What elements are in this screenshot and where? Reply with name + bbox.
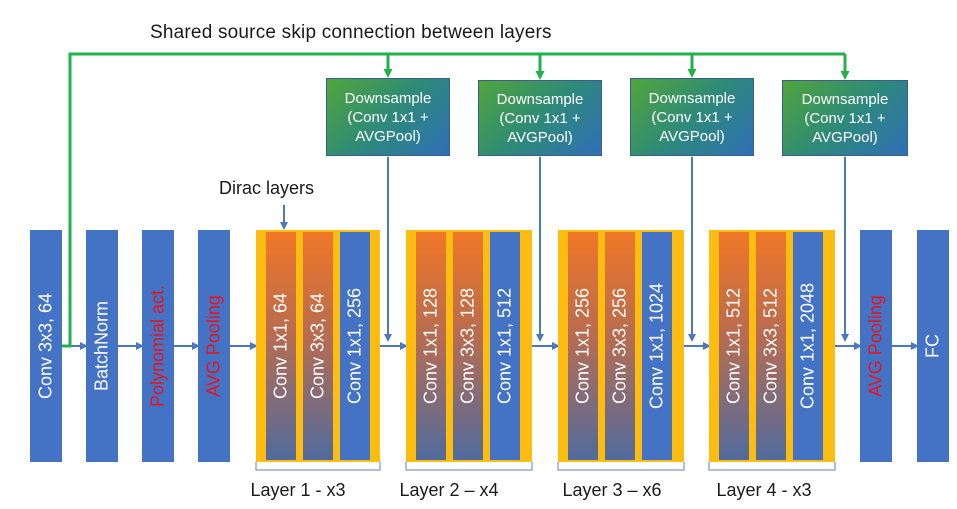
layer-2-conv-c: Conv 1x1, 512 (490, 232, 520, 460)
layer-1-label: Layer 1 - x3 (250, 480, 346, 500)
avg-pooling-label-2: AVG Pooling (865, 295, 886, 397)
conv-input-block: Conv 3x3, 64 (30, 230, 62, 462)
layer-2-group: Conv 1x1, 128 Conv 3x3, 128 Conv 1x1, 51… (406, 230, 532, 462)
fc-label: FC (922, 334, 943, 358)
downsample-box-3: Downsample (Conv 1x1 + AVGPool) (630, 78, 754, 156)
layer-1-conv-c: Conv 1x1, 256 (340, 232, 370, 460)
layer-4-group: Conv 1x1, 512 Conv 3x3, 512 Conv 1x1, 20… (709, 230, 835, 462)
polynomial-activation-label: Polynomial act. (147, 284, 168, 408)
layer-4-conv-c: Conv 1x1, 2048 (793, 232, 823, 460)
downsample-2-line-2: (Conv 1x1 + (499, 109, 581, 127)
layer-3-group: Conv 1x1, 256 Conv 3x3, 256 Conv 1x1, 10… (558, 230, 684, 462)
downsample-4-line-3: AVGPool) (812, 128, 878, 146)
layer-4-conv-a: Conv 1x1, 512 (719, 232, 749, 460)
downsample-1-line-2: (Conv 1x1 + (347, 108, 429, 126)
layer-1-conv-b-label: Conv 3x3, 64 (307, 292, 328, 400)
layer-4-conv-a-label: Conv 1x1, 512 (723, 287, 744, 405)
layer-4-conv-b: Conv 3x3, 512 (756, 232, 786, 460)
downsample-2-line-1: Downsample (496, 90, 584, 108)
avg-pooling-label-1: AVG Pooling (203, 295, 224, 397)
downsample-4-line-2: (Conv 1x1 + (804, 109, 886, 127)
layer-3-label: Layer 3 – x6 (562, 480, 662, 500)
layer-4-conv-b-label: Conv 3x3, 512 (760, 287, 781, 405)
layer-1-conv-a-label: Conv 1x1, 64 (270, 292, 291, 400)
fc-block: FC (917, 230, 949, 462)
downsample-box-4: Downsample (Conv 1x1 + AVGPool) (782, 80, 908, 156)
batchnorm-block: BatchNorm (86, 230, 118, 462)
avg-pooling-block-1: AVG Pooling (198, 230, 230, 462)
layer-braces (255, 462, 836, 471)
layer-4-label: Layer 4 - x3 (716, 480, 812, 500)
skip-connection (62, 52, 850, 348)
dirac-layers-label: Dirac layers (219, 178, 315, 198)
conv-input-label: Conv 3x3, 64 (35, 292, 56, 400)
layer-2-label: Layer 2 – x4 (399, 480, 499, 500)
layer-3-conv-b-label: Conv 3x3, 256 (609, 287, 630, 405)
layer-2-conv-a: Conv 1x1, 128 (416, 232, 446, 460)
downsample-box-1: Downsample (Conv 1x1 + AVGPool) (326, 78, 450, 156)
polynomial-activation-block: Polynomial act. (142, 230, 174, 462)
downsample-3-line-1: Downsample (648, 89, 736, 107)
layer-1-conv-b: Conv 3x3, 64 (303, 232, 333, 460)
layer-3-conv-c: Conv 1x1, 1024 (642, 232, 672, 460)
layer-2-conv-b: Conv 3x3, 128 (453, 232, 483, 460)
layer-1-conv-a: Conv 1x1, 64 (266, 232, 296, 460)
layer-3-conv-a: Conv 1x1, 256 (568, 232, 598, 460)
layer-3-conv-b: Conv 3x3, 256 (605, 232, 635, 460)
downsample-3-line-2: (Conv 1x1 + (651, 108, 733, 126)
batchnorm-label: BatchNorm (91, 300, 112, 392)
layer-3-conv-c-label: Conv 1x1, 1024 (646, 282, 667, 410)
downsample-2-line-3: AVGPool) (507, 128, 573, 146)
layer-1-group: Conv 1x1, 64 Conv 3x3, 64 Conv 1x1, 256 (256, 230, 380, 462)
downsample-4-line-1: Downsample (801, 90, 889, 108)
layer-2-conv-b-label: Conv 3x3, 128 (457, 287, 478, 405)
downsample-box-2: Downsample (Conv 1x1 + AVGPool) (478, 80, 602, 156)
layer-1-conv-c-label: Conv 1x1, 256 (344, 287, 365, 405)
layer-2-conv-a-label: Conv 1x1, 128 (420, 287, 441, 405)
layer-3-conv-a-label: Conv 1x1, 256 (572, 287, 593, 405)
downsample-arrows (384, 157, 849, 342)
layer-4-conv-c-label: Conv 1x1, 2048 (797, 282, 818, 410)
diagram-title: Shared source skip connection between la… (150, 22, 552, 43)
downsample-1-line-1: Downsample (344, 89, 432, 107)
layer-2-conv-c-label: Conv 1x1, 512 (494, 287, 515, 405)
avg-pooling-block-2: AVG Pooling (860, 230, 892, 462)
downsample-3-line-3: AVGPool) (659, 127, 725, 145)
downsample-1-line-3: AVGPool) (355, 127, 421, 145)
